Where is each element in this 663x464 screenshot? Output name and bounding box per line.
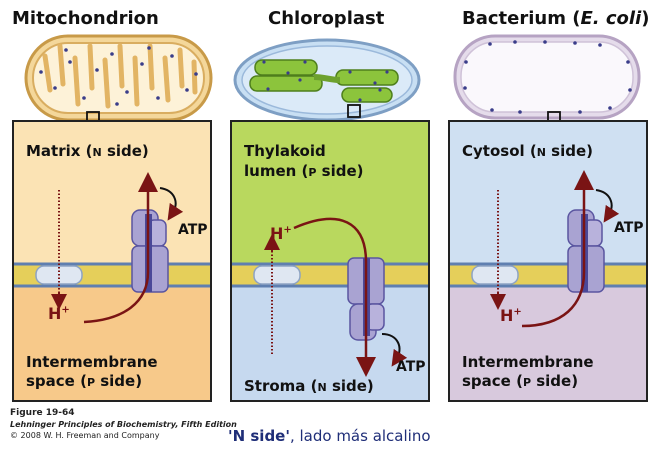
bacterium-panel: Cytosol (N side) H+ ATP Intermembrane sp… [448,120,648,402]
book-title: Lehninger Principles of Biochemistry, Fi… [10,420,237,429]
chloroplast-panel: Thylakoid lumen (P side) H+ ATP Stroma (… [230,120,430,402]
bact-hplus-label: H+ [500,306,522,325]
mito-hplus-label: H+ [48,304,70,323]
chloro-top-line1: Thylakoid [244,142,326,160]
bacterium-illustration [453,34,641,125]
bact-bottom-line2: space (P side) [462,372,579,390]
bact-top-label: Cytosol (N side) [462,142,593,160]
chloro-hplus-label: H+ [270,224,292,243]
mito-bottom-line1: Intermembrane [26,353,158,371]
title-bacterium: Bacterium (E. coli) [462,8,650,29]
n-side-note: 'N side', lado más alcalino [228,427,431,445]
bact-atp-label: ATP [614,220,644,236]
mitochondrion-panel: Matrix (N side) H+ ATP Intermembrane spa… [12,120,212,402]
figure-number: Figure 19-64 [10,408,75,418]
bacterium-membrane-diagram [450,122,646,400]
mitochondrion-illustration [24,34,213,125]
chloroplast-illustration [233,38,421,122]
title-mitochondrion: Mitochondrion [12,8,159,29]
mito-top-label: Matrix (N side) [26,142,149,160]
chloro-top-line2: lumen (P side) [244,162,364,180]
atp-synthase-bact [567,209,605,293]
atp-synthase-mito [131,209,169,293]
mitochondrion-membrane-diagram [14,122,210,400]
copyright: © 2008 W. H. Freeman and Company [10,431,160,440]
organelle-illustrations [24,34,641,125]
title-chloroplast: Chloroplast [268,8,385,29]
chloro-atp-label: ATP [396,359,426,375]
mito-bottom-line2: space (P side) [26,372,143,390]
chloroplast-membrane-diagram [232,122,428,400]
bact-bottom-line1: Intermembrane [462,353,594,371]
chloro-bottom-label: Stroma (N side) [244,377,374,395]
mito-atp-label: ATP [178,222,208,238]
